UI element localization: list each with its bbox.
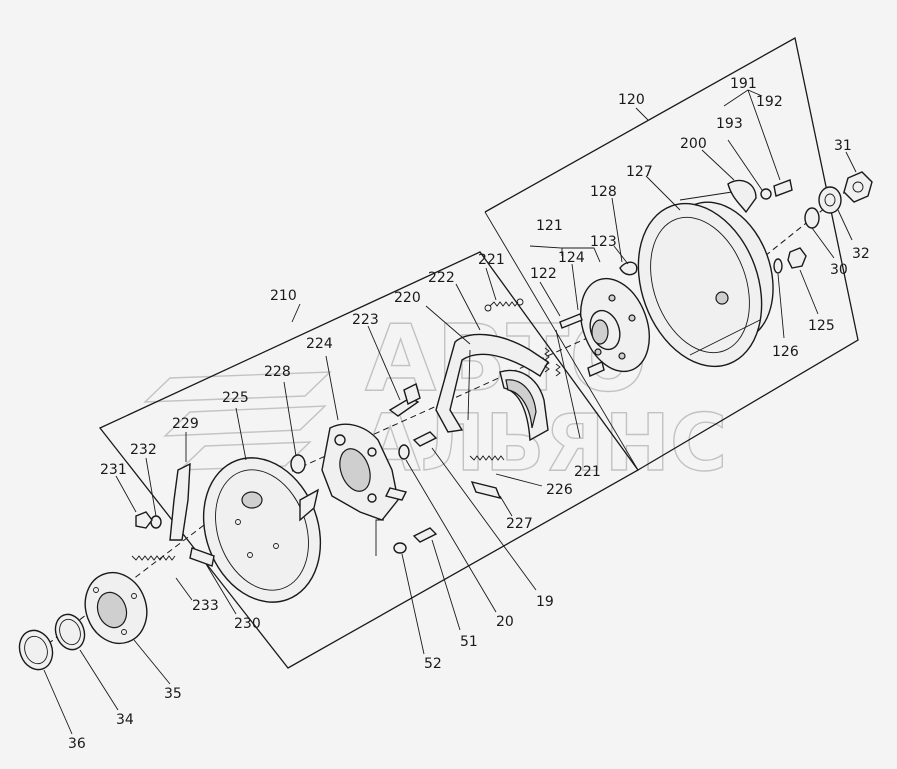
callout-124: 124: [558, 250, 585, 266]
callout-227: 227: [506, 516, 533, 532]
lever-229: [169, 462, 191, 541]
callout-228: 228: [264, 364, 291, 380]
spring-221-top: [484, 298, 524, 312]
callout-128: 128: [590, 184, 617, 200]
clip-128: [619, 261, 638, 276]
callout-221-top: 221: [478, 252, 505, 268]
bolt-51: [412, 527, 438, 543]
nut-231: [135, 511, 153, 529]
nut-31: [843, 171, 873, 203]
callout-31: 31: [834, 138, 852, 154]
callout-labels: 210 120 191 192 193 200 127 128 121 123 …: [68, 76, 870, 752]
callout-30: 30: [830, 262, 848, 278]
flange-35: [84, 571, 148, 645]
washer-32: [818, 186, 842, 214]
callout-51: 51: [460, 634, 478, 650]
brake-shoe-220: [499, 369, 549, 442]
adjuster-227: [470, 480, 502, 500]
callout-232: 232: [130, 442, 157, 458]
callout-35: 35: [164, 686, 182, 702]
callout-123: 123: [590, 234, 617, 250]
callout-223: 223: [352, 312, 379, 328]
adjuster-226: [469, 455, 505, 461]
callout-120: 120: [618, 92, 645, 108]
callout-225: 225: [222, 390, 249, 406]
callout-192: 192: [756, 94, 783, 110]
callout-32: 32: [852, 246, 870, 262]
seal-36: [18, 629, 54, 671]
screw-192: [773, 179, 793, 197]
washer-126: [773, 258, 783, 274]
cam-223: [388, 382, 421, 417]
callout-224: 224: [306, 336, 333, 352]
nut-125: [787, 247, 807, 269]
callout-125: 125: [808, 318, 835, 334]
callout-226: 226: [546, 482, 573, 498]
ring-30: [804, 207, 820, 229]
callout-193: 193: [716, 116, 743, 132]
callout-229: 229: [172, 416, 199, 432]
callout-52: 52: [424, 656, 442, 672]
leader-lines: [43, 89, 857, 735]
callout-20: 20: [496, 614, 514, 630]
callout-36: 36: [68, 736, 86, 752]
callout-221-bottom: 221: [574, 464, 601, 480]
hub-121: [580, 277, 650, 373]
ring-34: [54, 613, 86, 651]
callout-191: 191: [730, 76, 757, 92]
callout-121: 121: [536, 218, 563, 234]
callout-231: 231: [100, 462, 127, 478]
callout-220: 220: [394, 290, 421, 306]
callout-19: 19: [536, 594, 554, 610]
callout-122: 122: [530, 266, 557, 282]
callout-127: 127: [626, 164, 653, 180]
washer-20: [398, 444, 410, 460]
brake-drum-127: [637, 189, 774, 368]
spring-221-side: [544, 347, 561, 377]
callout-222: 222: [428, 270, 455, 286]
bolt-230: [189, 547, 215, 567]
washer-193: [760, 188, 772, 200]
callout-126: 126: [772, 344, 799, 360]
callout-233: 233: [192, 598, 219, 614]
backing-plate-224: [321, 423, 408, 521]
plate-200: [727, 179, 757, 214]
callout-210: 210: [270, 288, 297, 304]
bolt-19: [412, 431, 438, 447]
callout-230: 230: [234, 616, 261, 632]
callout-34: 34: [116, 712, 134, 728]
spring-233: [131, 555, 176, 561]
callout-200: 200: [680, 136, 707, 152]
washer-52: [393, 542, 407, 554]
stud-122: [559, 313, 605, 377]
washer-232: [150, 515, 162, 529]
brake-shoe-222: [435, 333, 549, 433]
dust-cover-225: [202, 457, 322, 603]
seal-228: [290, 454, 306, 474]
